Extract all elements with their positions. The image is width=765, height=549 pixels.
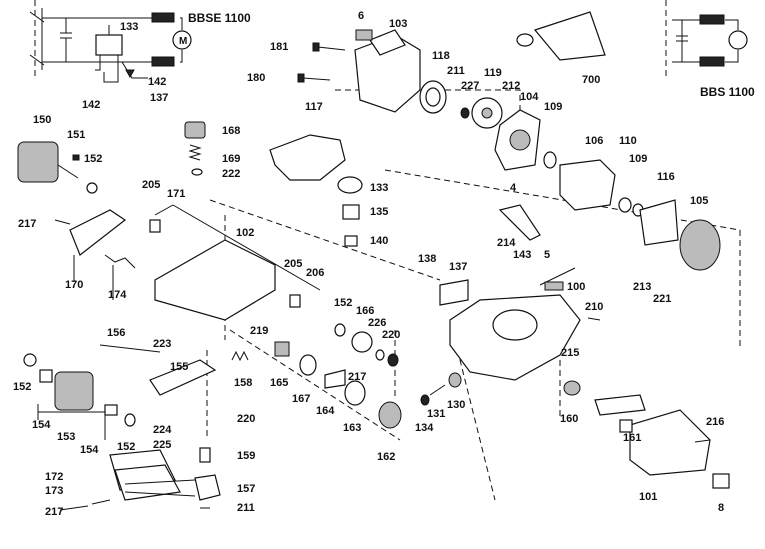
svg-text:M: M	[179, 36, 187, 47]
part-label-8: 8	[718, 502, 724, 514]
part-label-103: 103	[389, 18, 407, 30]
part-label-227: 227	[461, 80, 479, 92]
part-label-169: 169	[222, 153, 240, 165]
part-label-170: 170	[65, 279, 83, 291]
schematic-bbse: M 133 142 142 137 BBSE 1100	[29, 0, 251, 111]
part-label-222: 222	[222, 168, 240, 180]
part-label-152a: 152	[84, 153, 102, 165]
part-label-152c: 152	[13, 381, 31, 393]
part-label-137: 137	[449, 261, 467, 273]
part-label-214: 214	[497, 237, 516, 249]
part-label-133: 133	[370, 182, 388, 194]
part-label-135: 135	[370, 206, 388, 218]
part-label-5: 5	[544, 249, 550, 261]
part-label-167: 167	[292, 393, 310, 405]
part-label-153: 153	[57, 431, 75, 443]
part-label-212: 212	[502, 80, 520, 92]
part-label-166: 166	[356, 305, 374, 317]
part-label-171: 171	[167, 188, 185, 200]
part-label-156: 156	[107, 327, 125, 339]
part-label-223: 223	[153, 338, 171, 350]
part-label-161: 161	[623, 432, 641, 444]
part-label-165: 165	[270, 377, 288, 389]
part-label-221: 221	[653, 293, 671, 305]
schematic-label-142b: 142	[82, 99, 100, 111]
part-label-205a: 205	[142, 179, 160, 191]
part-label-143: 143	[513, 249, 531, 261]
part-label-110: 110	[619, 135, 637, 147]
part-label-117: 117	[305, 101, 323, 113]
part-label-151: 151	[67, 129, 85, 141]
part-label-173: 173	[45, 485, 63, 497]
part-label-130: 130	[447, 399, 465, 411]
schematic-bbs: BBS 1100	[665, 0, 755, 99]
part-label-211b: 211	[237, 502, 255, 514]
part-label-152d: 152	[117, 441, 135, 453]
part-label-164: 164	[316, 405, 335, 417]
part-label-225: 225	[153, 439, 171, 451]
part-label-131: 131	[427, 408, 445, 420]
part-label-6: 6	[358, 10, 364, 22]
part-label-105: 105	[690, 195, 708, 207]
part-label-215: 215	[561, 347, 579, 359]
part-label-106: 106	[585, 135, 603, 147]
part-label-226: 226	[368, 317, 386, 329]
part-label-134: 134	[415, 422, 434, 434]
part-label-155: 155	[170, 361, 188, 373]
part-label-104: 104	[520, 91, 539, 103]
part-label-119: 119	[484, 67, 502, 79]
schematic-label-142a: 142	[148, 76, 166, 88]
part-label-217a: 217	[18, 218, 36, 230]
schematic-title-bbs: BBS 1100	[700, 85, 755, 99]
part-label-205b: 205	[284, 258, 302, 270]
part-label-157: 157	[237, 483, 255, 495]
schematic-label-137: 137	[150, 92, 168, 104]
part-label-172: 172	[45, 471, 63, 483]
part-label-213: 213	[633, 281, 651, 293]
part-label-154a: 154	[32, 419, 51, 431]
part-label-216: 216	[706, 416, 724, 428]
part-label-118: 118	[432, 50, 450, 62]
part-drawings	[17, 11, 730, 509]
part-label-700: 700	[582, 74, 600, 86]
part-label-168: 168	[222, 125, 240, 137]
part-label-116: 116	[657, 171, 675, 183]
part-label-206: 206	[306, 267, 324, 279]
part-label-102: 102	[236, 227, 254, 239]
part-labels: 6 103 181 180 118 211 119 227 212 104 10…	[13, 10, 724, 518]
schematic-title-bbse: BBSE 1100	[188, 11, 251, 25]
part-label-4: 4	[510, 182, 517, 194]
part-label-109a: 109	[544, 101, 562, 113]
part-label-100: 100	[567, 281, 585, 293]
part-label-181: 181	[270, 41, 288, 53]
part-label-220b: 220	[237, 413, 255, 425]
part-label-159: 159	[237, 450, 255, 462]
part-label-174: 174	[108, 289, 127, 301]
part-label-138: 138	[418, 253, 436, 265]
part-label-219: 219	[250, 325, 268, 337]
part-label-150: 150	[33, 114, 51, 126]
part-label-210: 210	[585, 301, 603, 313]
part-label-220a: 220	[382, 329, 400, 341]
schematic-label-133: 133	[120, 21, 138, 33]
part-label-140: 140	[370, 235, 388, 247]
part-label-160: 160	[560, 413, 578, 425]
part-label-101: 101	[639, 491, 657, 503]
part-label-180: 180	[247, 72, 265, 84]
part-label-217c: 217	[45, 506, 63, 518]
part-label-158: 158	[234, 377, 252, 389]
leader-lines	[37, 204, 321, 511]
part-label-211a: 211	[447, 65, 465, 77]
part-label-224: 224	[153, 424, 172, 436]
part-label-152b: 152	[334, 297, 352, 309]
part-label-154b: 154	[80, 444, 99, 456]
part-label-109b: 109	[629, 153, 647, 165]
part-label-162: 162	[377, 451, 395, 463]
part-label-163: 163	[343, 422, 361, 434]
part-label-217b: 217	[348, 371, 366, 383]
